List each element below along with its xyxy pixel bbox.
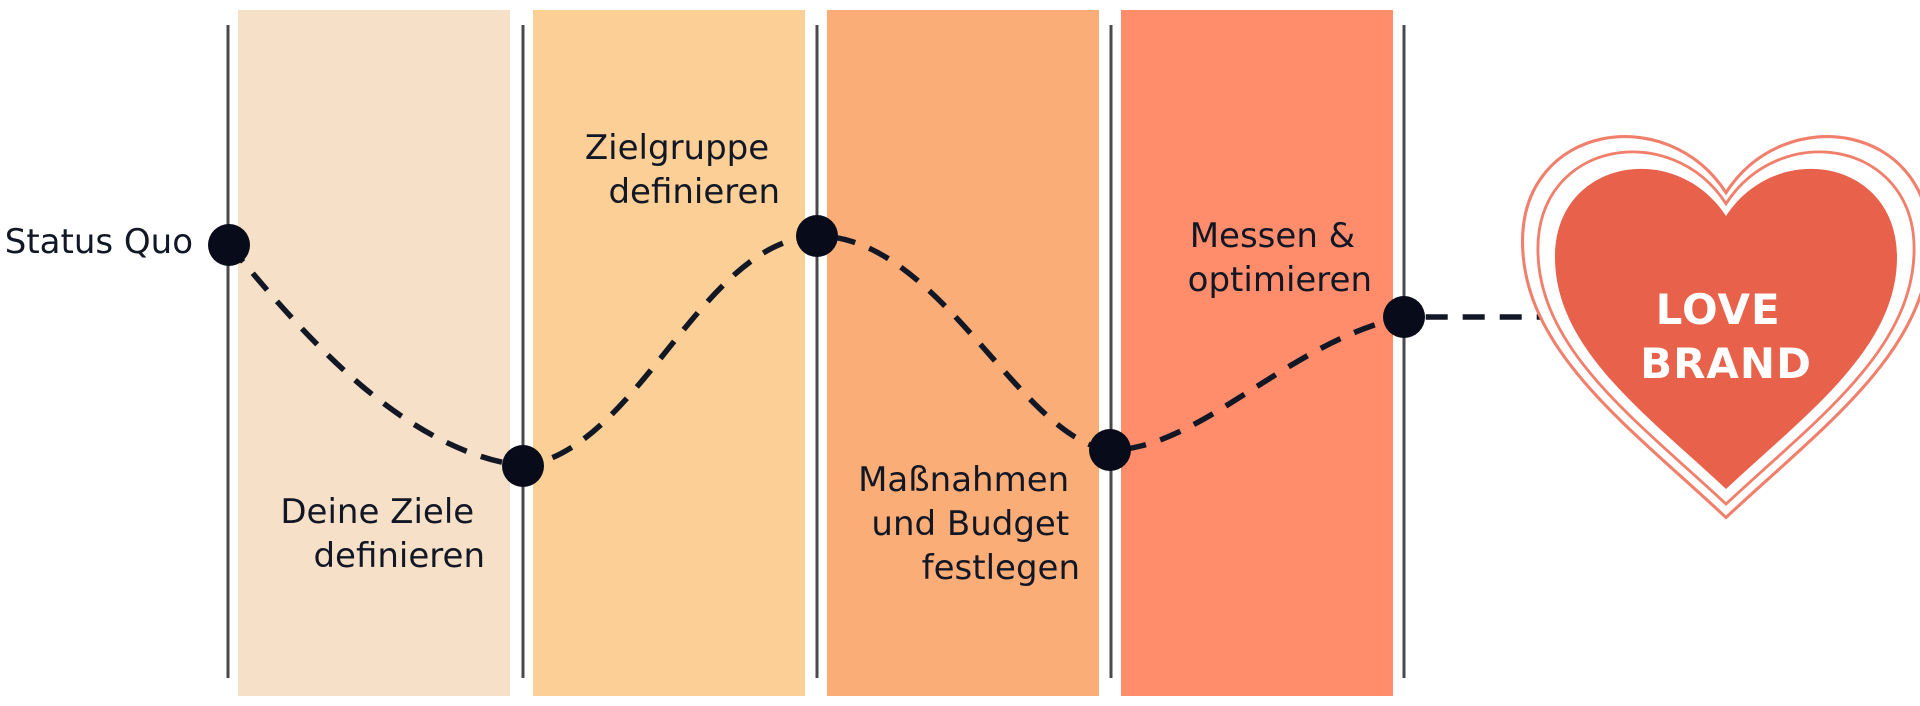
heart-outline-inner [1536, 150, 1916, 506]
step-label-line: Status Quo [5, 222, 193, 262]
step-label-line: definieren [313, 536, 485, 576]
step-label-line: Maßnahmen [858, 460, 1069, 500]
journey-node-massnahmen [1089, 429, 1131, 471]
heart-label: LOVE BRAND [1640, 285, 1812, 388]
phase-band-4 [1121, 10, 1393, 696]
step-label-zielgruppe: Zielgruppe definieren [585, 128, 780, 212]
journey-node-zielgruppe [796, 215, 838, 257]
step-label-status-quo: Status Quo [5, 222, 193, 262]
phase-band-1 [238, 10, 510, 696]
step-label-line: und Budget [871, 504, 1069, 544]
step-label-line: Deine Ziele [280, 492, 474, 532]
step-label-line: Zielgruppe [585, 128, 769, 168]
heart-fill [1555, 168, 1897, 489]
journey-node-messen [1383, 296, 1425, 338]
step-label-ziele: Deine Ziele definieren [280, 492, 485, 576]
heart-label-line: LOVE [1656, 285, 1781, 334]
step-label-line: festlegen [922, 548, 1080, 588]
step-label-massnahmen: Maßnahmen und Budget festlegen [858, 460, 1080, 588]
heart-label-line: BRAND [1640, 339, 1812, 388]
love-brand-heart: LOVE BRAND [1520, 135, 1920, 520]
step-label-line: definieren [608, 172, 780, 212]
phase-band-2 [533, 10, 805, 696]
journey-node-status-quo [208, 224, 250, 266]
journey-node-ziele [502, 445, 544, 487]
phase-band-3 [827, 10, 1099, 696]
heart-outline-outer [1520, 135, 1920, 520]
step-label-line: optimieren [1188, 260, 1372, 300]
step-label-line: Messen & [1190, 216, 1355, 256]
step-label-messen: Messen & optimieren [1188, 216, 1372, 300]
